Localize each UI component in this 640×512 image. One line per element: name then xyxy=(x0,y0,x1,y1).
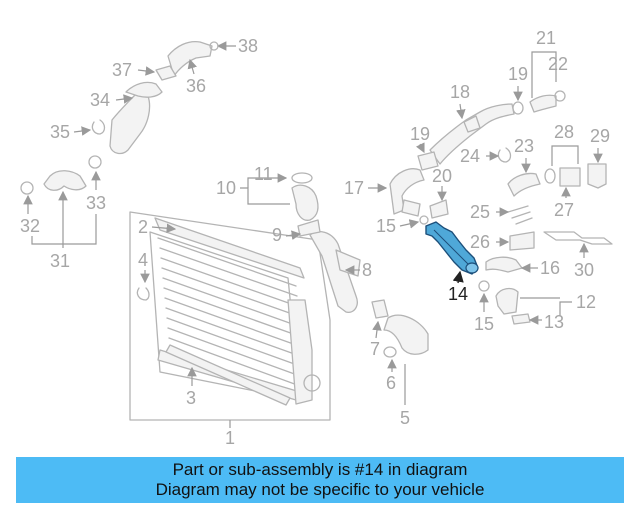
callout-20: 20 xyxy=(432,166,452,186)
callout-21: 21 xyxy=(536,28,556,48)
callout-24: 24 xyxy=(460,146,480,166)
callout-14: 14 xyxy=(448,284,468,304)
callout-19b: 19 xyxy=(508,64,528,84)
callout-18: 18 xyxy=(450,82,470,102)
callout-29: 29 xyxy=(590,126,610,146)
lower-pipe-group xyxy=(371,299,429,358)
callout-5: 5 xyxy=(400,408,410,428)
callout-37: 37 xyxy=(112,60,132,80)
part-14-highlight[interactable] xyxy=(425,221,479,275)
callout-15a: 15 xyxy=(376,216,396,236)
callout-27: 27 xyxy=(554,200,574,220)
callout-3: 3 xyxy=(186,388,196,408)
upper-right-hoses-group xyxy=(389,90,566,225)
callout-30: 30 xyxy=(574,260,594,280)
callout-19a: 19 xyxy=(410,124,430,144)
callout-2: 2 xyxy=(138,217,148,237)
callout-10: 10 xyxy=(216,178,236,198)
callout-4: 4 xyxy=(138,250,148,270)
callout-35: 35 xyxy=(50,122,70,142)
callout-6: 6 xyxy=(386,373,396,393)
callout-22: 22 xyxy=(548,54,568,74)
callout-34: 34 xyxy=(90,90,110,110)
parts-diagram: 1 2 3 4 5 6 7 8 9 10 11 32 xyxy=(20,28,613,448)
banner-line-1: Part or sub-assembly is #14 in diagram xyxy=(172,460,468,479)
callout-1: 1 xyxy=(225,428,235,448)
banner-line-2: Diagram may not be specific to your vehi… xyxy=(155,480,485,499)
right-parts-group xyxy=(478,147,613,325)
callout-36: 36 xyxy=(186,76,206,96)
callout-16: 16 xyxy=(540,258,560,278)
callout-13: 13 xyxy=(544,312,564,332)
callout-9: 9 xyxy=(272,225,282,245)
callout-17: 17 xyxy=(344,178,364,198)
callout-11: 11 xyxy=(254,164,273,184)
callout-7: 7 xyxy=(370,339,380,359)
callout-26: 26 xyxy=(470,232,490,252)
callout-32: 32 xyxy=(20,216,40,236)
callout-33: 33 xyxy=(86,193,106,213)
callout-28: 28 xyxy=(554,122,574,142)
left-hoses-group xyxy=(20,40,213,195)
callout-25: 25 xyxy=(470,202,490,222)
callout-38: 38 xyxy=(238,36,258,56)
intercooler-group xyxy=(129,211,331,421)
charge-pipe-group xyxy=(291,172,361,313)
callout-12: 12 xyxy=(576,292,596,312)
callout-8: 8 xyxy=(362,260,372,280)
callout-15b: 15 xyxy=(474,314,494,334)
callout-31: 31 xyxy=(50,251,70,271)
info-banner: Part or sub-assembly is #14 in diagram D… xyxy=(16,457,624,503)
callout-23: 23 xyxy=(514,136,534,156)
